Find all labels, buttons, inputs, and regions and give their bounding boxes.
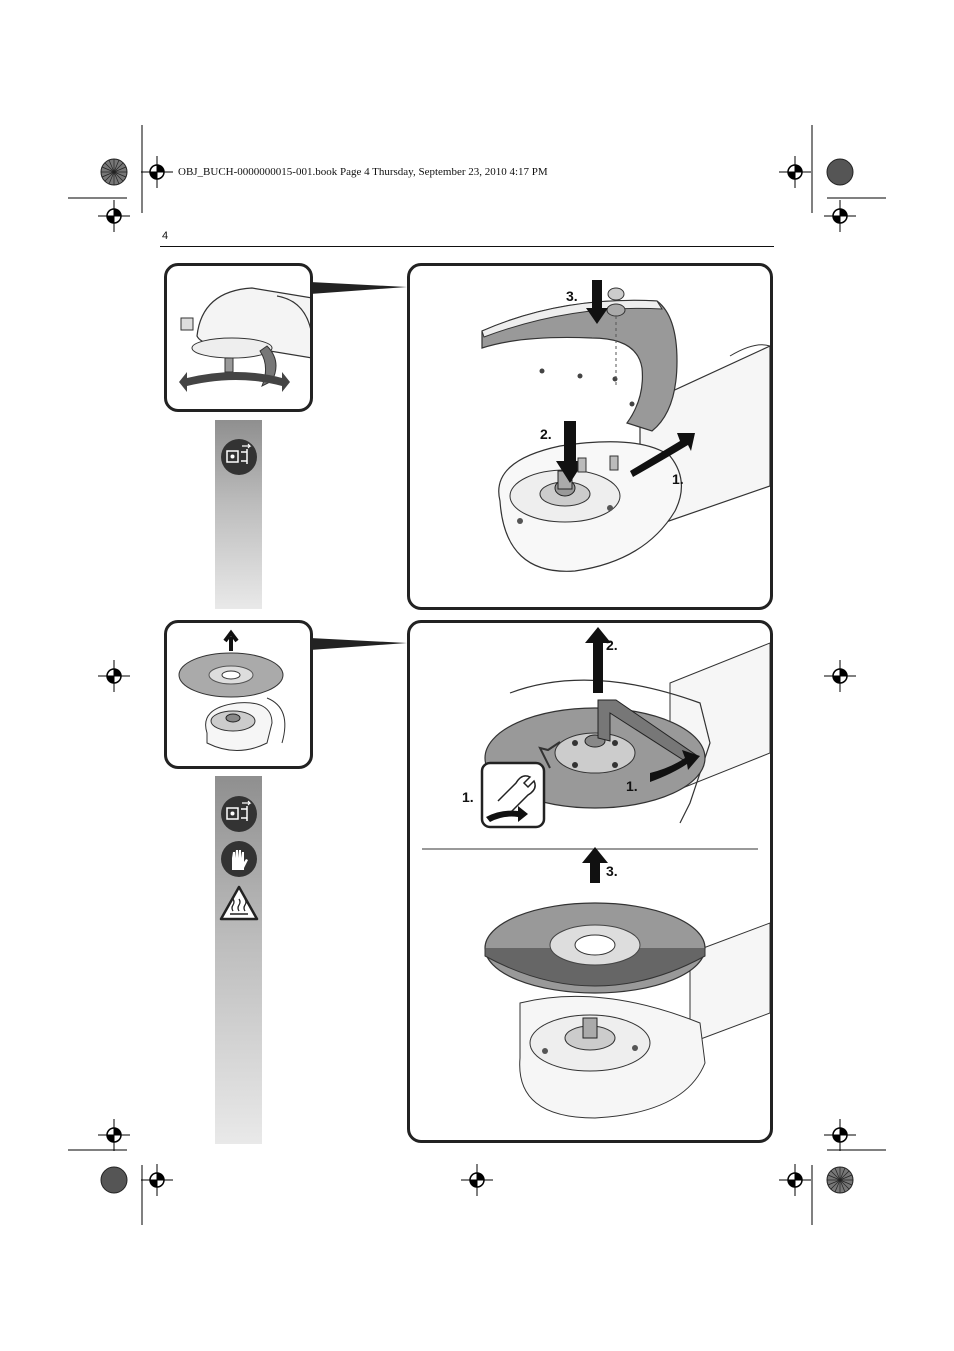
figure-disc-removal: 2. 1. 1. 3.	[407, 620, 773, 1143]
guard-mounting-illustration	[481, 280, 771, 572]
page-number: 4	[162, 230, 169, 242]
step-label: 1.	[626, 778, 638, 794]
connector-top	[310, 282, 407, 294]
step-label: 1.	[462, 789, 474, 805]
print-header: OBJ_BUCH-0000000015-001.book Page 4 Thur…	[178, 166, 548, 178]
step-label: 3.	[606, 863, 618, 879]
unplug-icon	[221, 439, 257, 475]
guard-rotation-illustration	[179, 287, 313, 392]
step-label: 3.	[566, 288, 578, 304]
sidebar-bottom	[215, 776, 262, 1144]
step-label: 2.	[606, 637, 618, 653]
thumbnail-disc-removal	[164, 620, 313, 769]
connector-bottom	[310, 638, 407, 650]
header-rule	[160, 246, 774, 247]
step-label: 1.	[672, 471, 684, 487]
thumbnail-guard-removal	[164, 263, 313, 412]
disc-removal-main-illustration	[422, 627, 771, 1119]
hot-surface-warning-icon	[219, 885, 259, 921]
step-label: 2.	[540, 426, 552, 442]
gloves-icon	[221, 841, 257, 877]
unplug-icon	[221, 796, 257, 832]
disc-removal-illustration	[178, 629, 286, 751]
figure-guard-mounting: 3. 2. 1.	[407, 263, 773, 610]
